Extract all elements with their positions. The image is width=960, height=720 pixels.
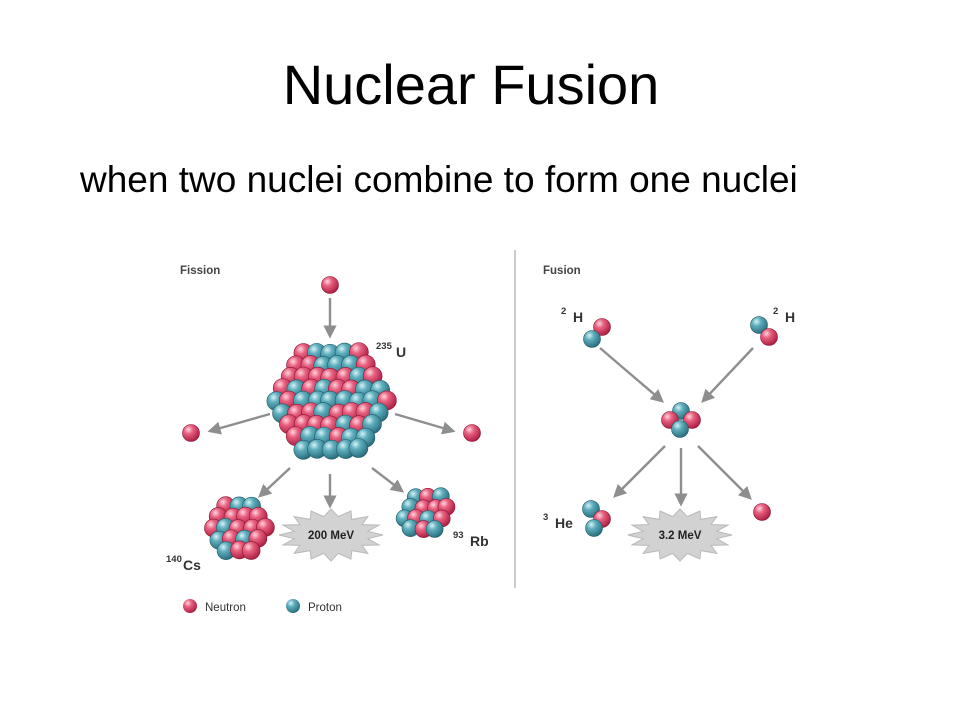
svg-text:235: 235 bbox=[376, 341, 393, 352]
svg-text:2: 2 bbox=[561, 306, 566, 317]
fission-arrows bbox=[207, 298, 456, 509]
fission-panel-label: Fission bbox=[180, 265, 220, 277]
fusion-arrows bbox=[599, 347, 754, 507]
svg-text:2: 2 bbox=[773, 306, 778, 317]
deuterium-label-right: 2 H bbox=[773, 306, 795, 325]
deuterium-label-left: 2 H bbox=[561, 306, 583, 325]
helium-3-label: 3 He bbox=[543, 512, 573, 531]
svg-text:3.2 MeV: 3.2 MeV bbox=[659, 530, 702, 542]
svg-text:200 MeV: 200 MeV bbox=[308, 530, 354, 542]
released-neutron-right-icon bbox=[463, 424, 481, 442]
svg-text:Cs: Cs bbox=[183, 557, 201, 573]
neutron-swatch-icon bbox=[183, 599, 197, 613]
cesium-nucleus bbox=[204, 496, 275, 560]
svg-text:H: H bbox=[573, 309, 583, 325]
neutron-icon bbox=[593, 318, 611, 336]
incoming-neutron-icon bbox=[321, 276, 339, 294]
released-neutron-left-icon bbox=[182, 424, 200, 442]
fission-fusion-diagram: Fission Fusion 235 U 140 Cs 93 Rb 200 bbox=[150, 236, 830, 656]
svg-text:He: He bbox=[555, 515, 573, 531]
svg-text:Proton: Proton bbox=[308, 602, 342, 614]
proton-icon bbox=[425, 520, 444, 538]
rubidium-nucleus bbox=[395, 487, 456, 538]
proton-icon bbox=[671, 420, 689, 438]
proton-icon bbox=[750, 316, 768, 334]
neutron-icon bbox=[683, 411, 701, 429]
legend-neutron: Neutron bbox=[183, 599, 246, 614]
slide-title: Nuclear Fusion bbox=[282, 53, 660, 116]
neutron-icon bbox=[760, 328, 778, 346]
svg-text:U: U bbox=[396, 344, 406, 360]
svg-text:Rb: Rb bbox=[470, 533, 489, 549]
uranium-nucleus bbox=[266, 342, 397, 460]
helium-3-nucleus bbox=[582, 500, 611, 537]
svg-text:93: 93 bbox=[453, 530, 464, 541]
proton-icon bbox=[582, 500, 600, 518]
rubidium-93-label: 93 Rb bbox=[453, 530, 489, 549]
svg-text:140: 140 bbox=[166, 554, 182, 565]
svg-text:Neutron: Neutron bbox=[205, 602, 246, 614]
legend: Neutron Proton bbox=[183, 599, 342, 614]
deuterium-left-nucleus bbox=[583, 318, 611, 348]
cesium-140-label: 140 Cs bbox=[166, 554, 201, 573]
fission-particles bbox=[182, 276, 481, 560]
neutron-icon bbox=[241, 541, 261, 560]
proton-icon bbox=[583, 330, 601, 348]
proton-icon bbox=[348, 438, 369, 458]
compound-nucleus bbox=[661, 402, 701, 438]
svg-text:H: H bbox=[785, 309, 795, 325]
proton-swatch-icon bbox=[286, 599, 300, 613]
legend-proton: Proton bbox=[286, 599, 342, 614]
proton-icon bbox=[585, 519, 603, 537]
fusion-panel-label: Fusion bbox=[543, 265, 581, 277]
fusion-particles bbox=[582, 316, 778, 537]
svg-text:3: 3 bbox=[543, 512, 548, 523]
fission-energy-burst: 200 MeV bbox=[278, 508, 384, 562]
released-neutron-fusion-icon bbox=[753, 503, 771, 521]
deuterium-right-nucleus bbox=[750, 316, 778, 346]
fusion-energy-burst: 3.2 MeV bbox=[627, 508, 733, 562]
uranium-235-label: 235 U bbox=[376, 341, 406, 360]
slide-body-text: when two nuclei combine to form one nucl… bbox=[80, 159, 798, 200]
